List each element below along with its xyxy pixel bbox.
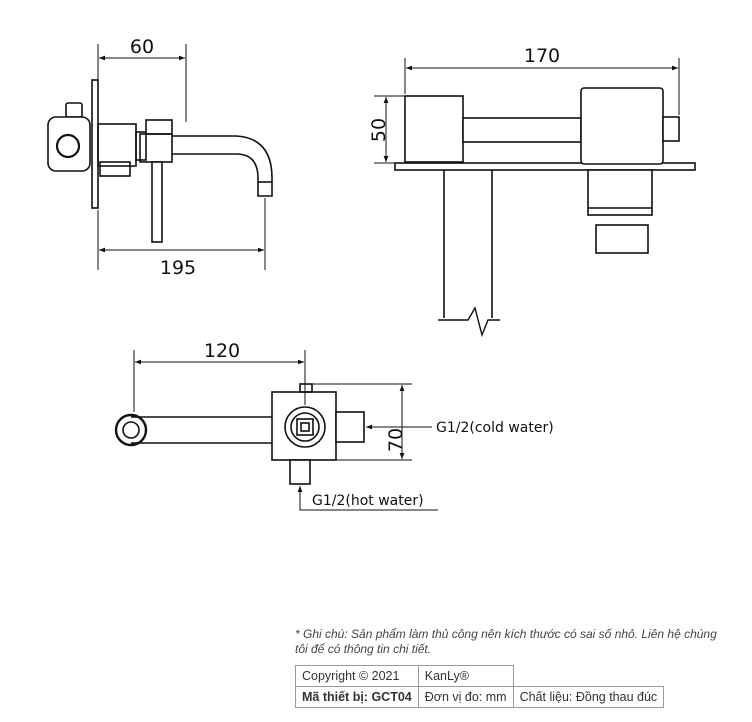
- material-cell: Chất liệu: Đồng thau đúc: [512, 686, 665, 708]
- info-table: Copyright © 2021 KanLy® Mã thiết bị: GCT…: [295, 665, 665, 708]
- technical-drawing: 60 195 170 50: [47, 36, 696, 511]
- dim-top-length-label: 120: [204, 340, 240, 362]
- front-view: [394, 87, 696, 338]
- dim-top-length: [133, 350, 306, 412]
- disclaimer-note: * Ghi chú: Sản phẩm làm thủ công nên kíc…: [295, 627, 717, 656]
- copyright-cell: Copyright © 2021: [295, 665, 419, 687]
- dim-side-depth-label: 60: [130, 36, 154, 58]
- hot-inlet-label: G1/2(hot water): [312, 493, 424, 509]
- dim-side-depth: [97, 44, 187, 122]
- cold-inlet-label: G1/2(cold water): [436, 420, 554, 436]
- unit-cell: Đơn vị đo: mm: [417, 686, 514, 708]
- dim-front-width: [404, 58, 680, 115]
- dim-top-height: [312, 383, 412, 461]
- top-view: [114, 383, 365, 485]
- hot-inlet-leader: [297, 486, 438, 511]
- dim-front-height-label: 50: [368, 118, 390, 142]
- dim-front-width-label: 170: [524, 45, 560, 67]
- dim-side-length-label: 195: [160, 257, 196, 279]
- empty-cell: [513, 666, 664, 687]
- product-code-cell: Mã thiết bị: GCT04: [295, 686, 419, 708]
- dim-top-height-label: 70: [385, 428, 407, 452]
- brand-cell: KanLy®: [417, 665, 514, 687]
- dim-side-length: [97, 198, 266, 270]
- info-row: Copyright © 2021 KanLy®: [295, 665, 664, 687]
- info-row: Mã thiết bị: GCT04 Đơn vị đo: mm Chất li…: [295, 686, 665, 708]
- side-view: [47, 79, 273, 243]
- dim-front-height: [374, 95, 405, 164]
